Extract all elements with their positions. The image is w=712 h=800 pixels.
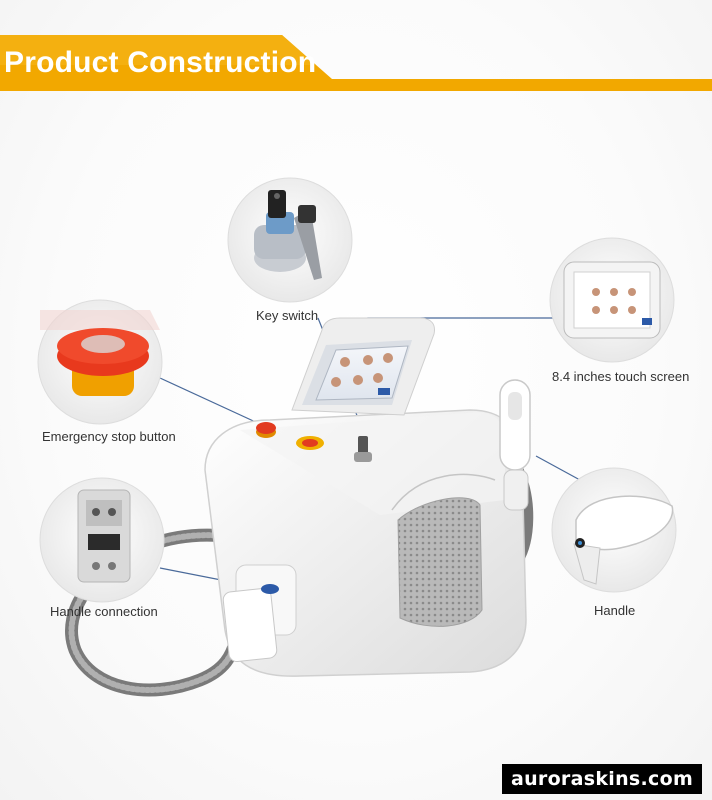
label-handle: Handle	[594, 603, 636, 618]
watermark: auroraskins.com	[502, 764, 702, 794]
label-handle-connection: Handle connection	[50, 604, 158, 619]
leader-handle	[535, 455, 581, 481]
handpiece-holster	[499, 379, 531, 511]
callout-emergency-stop	[37, 299, 163, 425]
callout-key-switch	[227, 177, 353, 303]
leader-emergency-stop	[159, 377, 263, 426]
key-icon	[268, 190, 286, 218]
device-body	[204, 409, 527, 677]
callout-handle-connection	[39, 477, 165, 603]
banner-shape	[0, 35, 712, 91]
callout-handle	[551, 467, 677, 593]
label-emergency-stop: Emergency stop button	[42, 429, 176, 444]
header-banner	[0, 35, 712, 91]
page-title: Product Construction	[4, 46, 317, 79]
label-key-switch: Key switch	[256, 308, 319, 323]
callout-touch-screen	[549, 237, 675, 363]
label-touch-screen: 8.4 inches touch screen	[552, 369, 690, 384]
touch-screen-device	[291, 317, 435, 416]
